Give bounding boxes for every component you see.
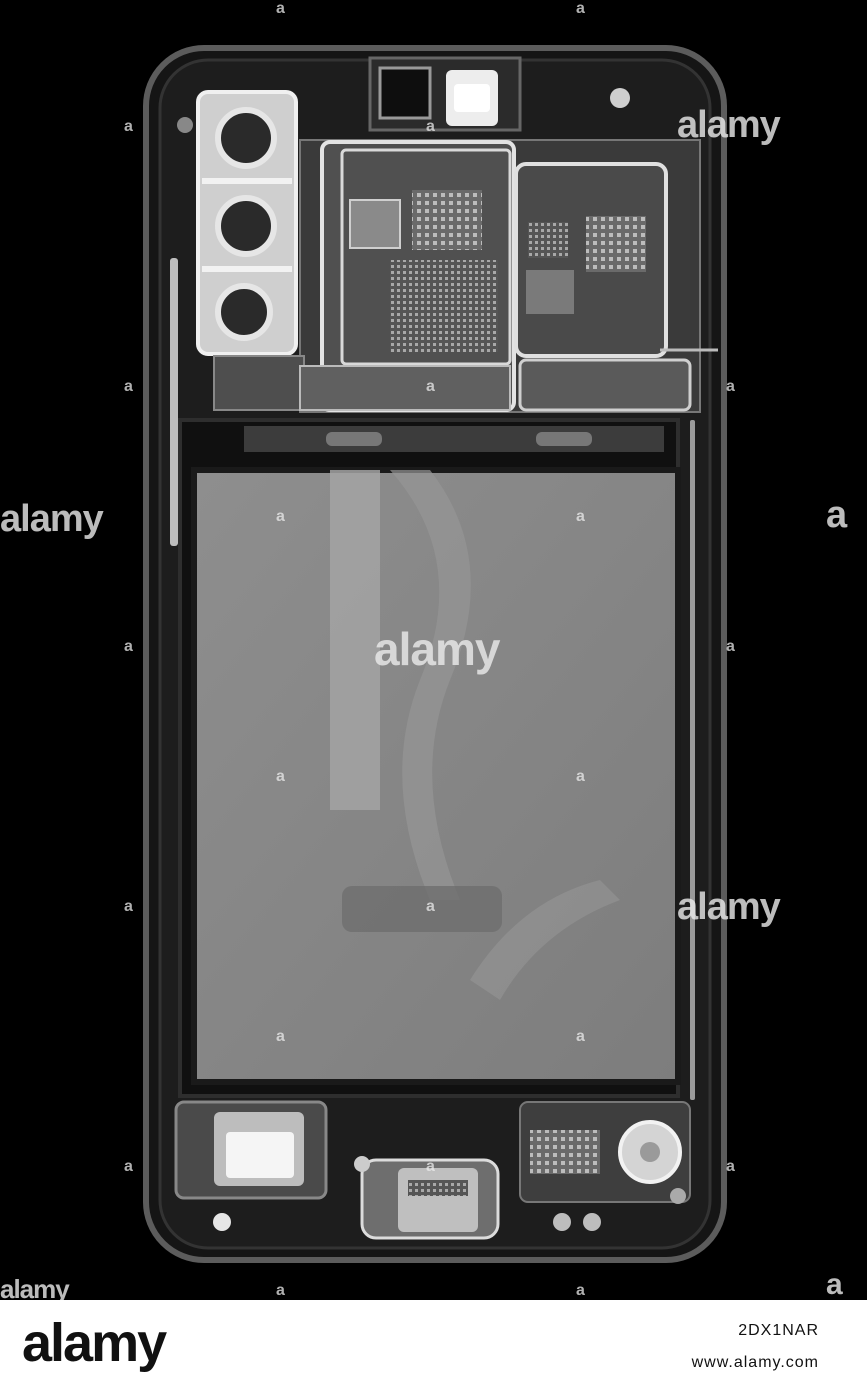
watermark-mark: a — [576, 768, 585, 785]
watermark-right-edge: a — [826, 494, 847, 536]
watermark-left: alamy — [0, 498, 104, 540]
watermark-mark: a — [124, 898, 133, 915]
watermark-mark: a — [576, 1028, 585, 1045]
watermark-mark: a — [426, 118, 435, 135]
watermark-mark: a — [276, 0, 285, 17]
watermark-mark: a — [426, 1158, 435, 1175]
watermark-lower-right: alamy — [677, 886, 781, 928]
stock-footer-bar: alamy 2DX1NAR www.alamy.com — [0, 1300, 867, 1390]
camera-module — [196, 90, 298, 356]
watermark-mark: a — [124, 378, 133, 395]
watermark-mark: a — [124, 1158, 133, 1175]
site-url: www.alamy.com — [691, 1354, 819, 1371]
watermark-mark: a — [726, 378, 735, 395]
watermark-mark: a — [576, 1282, 585, 1299]
logic-board — [213, 139, 718, 413]
watermark-mark: a — [276, 768, 285, 785]
watermark-mark: a — [276, 1282, 285, 1299]
watermark-mark: a — [276, 508, 285, 525]
watermark-mark: a — [124, 118, 133, 135]
watermark-center: alamy — [374, 623, 500, 675]
watermark-mark: a — [726, 638, 735, 655]
alamy-logo: alamy — [22, 1313, 167, 1373]
watermark-top-right: alamy — [677, 104, 781, 146]
image-id: 2DX1NAR — [738, 1322, 819, 1339]
top-sensors — [177, 56, 630, 133]
watermark-bottom-left: alamy — [0, 1274, 70, 1304]
phone-xray-illustration — [143, 45, 727, 1263]
watermark-mark: a — [576, 0, 585, 17]
watermark-mark: a — [426, 898, 435, 915]
watermark-mark: a — [124, 638, 133, 655]
watermark-mark: a — [576, 508, 585, 525]
side-button-strip — [170, 258, 695, 1100]
watermark-mark: a — [726, 1158, 735, 1175]
battery — [178, 418, 681, 1098]
watermark-mark: a — [426, 378, 435, 395]
watermark-bottom-right: a — [826, 1268, 843, 1301]
xray-phone-photo: alamy alamy alamy alamy a alamy a a a a … — [0, 0, 848, 1304]
watermark-mark: a — [276, 1028, 285, 1045]
bottom-assembly — [174, 1100, 691, 1240]
